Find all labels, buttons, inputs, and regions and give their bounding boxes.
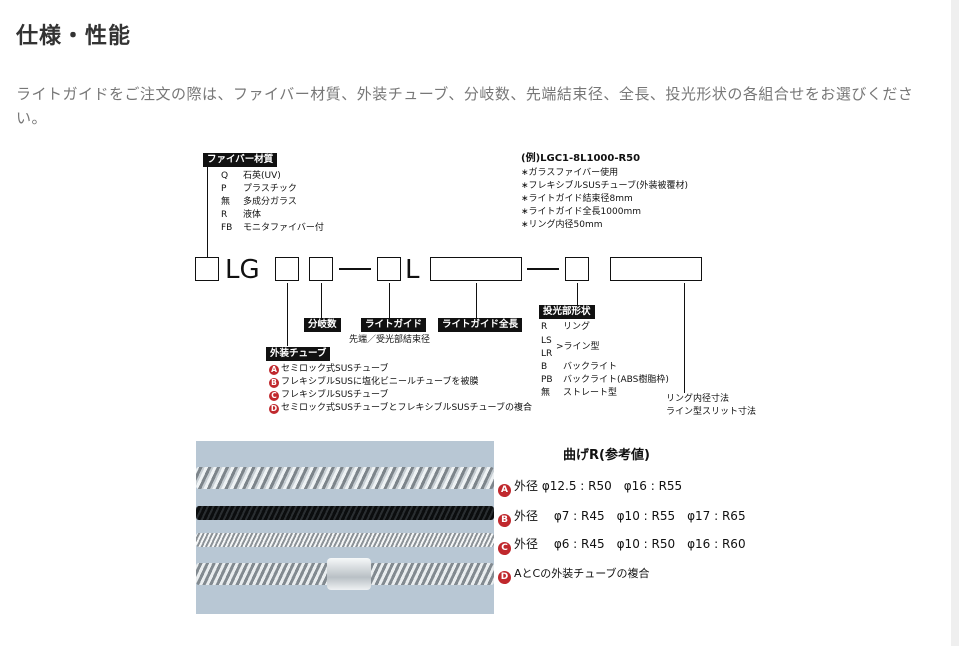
intro-text: ライトガイドをご注文の際は、ファイバー材質、外装チューブ、分岐数、先端結束径、全…: [16, 85, 914, 127]
tube-d-joint: [327, 558, 371, 590]
projection-heading: 投光部形状: [539, 305, 595, 319]
projection-item: 無ストレート型: [541, 388, 618, 398]
example-line: ∗フレキシブルSUSチューブ(外装被覆材): [521, 181, 689, 191]
tube-c: [196, 533, 494, 547]
length-code-box: [430, 257, 522, 281]
tube-connector: [287, 283, 288, 346]
section-title: 仕様・性能: [16, 24, 132, 49]
length-connector: [476, 283, 477, 319]
projection-item: LR: [541, 349, 553, 359]
example-title: (例)LGC1-8L1000-R50: [521, 153, 641, 164]
fiber-connector: [207, 167, 208, 257]
tube-a: [196, 467, 494, 489]
tube-code-box: [275, 257, 299, 281]
shape-code-box: [565, 257, 589, 281]
shape-connector: [577, 283, 578, 305]
fiber-code-box: [195, 257, 219, 281]
length-label: ライトガイド全長: [438, 318, 523, 332]
diameter-code-box: [377, 257, 401, 281]
diameter-connector: [389, 283, 390, 319]
lightguide-label: ライトガイド: [361, 318, 427, 332]
size-code-box: [610, 257, 702, 281]
example-line: ∗ライトガイド全長1000mm: [521, 207, 641, 217]
size-connector: [684, 283, 685, 393]
tube-heading: 外装チューブ: [266, 347, 331, 361]
slit-size-label: ライン型スリット寸法: [666, 407, 757, 417]
page-scrollbar[interactable]: [951, 0, 959, 646]
code-l: L: [405, 255, 420, 285]
projection-item: LS: [541, 336, 552, 346]
lightguide-sub-label: 先端／受光部結束径: [349, 335, 431, 345]
code-dash: [527, 268, 559, 270]
branch-connector: [321, 283, 322, 319]
fiber-heading: ファイバー材質: [203, 153, 278, 167]
ring-size-label: リング内径寸法: [666, 394, 730, 404]
example-line: ∗ガラスファイバー使用: [521, 168, 619, 178]
code-dash: [339, 268, 371, 270]
code-lg: LG: [225, 255, 260, 285]
bend-title: 曲げR(参考値): [563, 448, 650, 463]
example-line: ∗リング内径50mm: [521, 220, 603, 230]
fiber-item: 無多成分ガラス: [221, 197, 297, 207]
branch-code-box: [309, 257, 333, 281]
line-type-label: >ライン型: [556, 342, 600, 352]
tube-sample-photo: [196, 441, 494, 614]
tube-b: [196, 506, 494, 520]
example-line: ∗ライトガイド結束径8mm: [521, 194, 633, 204]
branch-label: 分岐数: [304, 318, 341, 332]
